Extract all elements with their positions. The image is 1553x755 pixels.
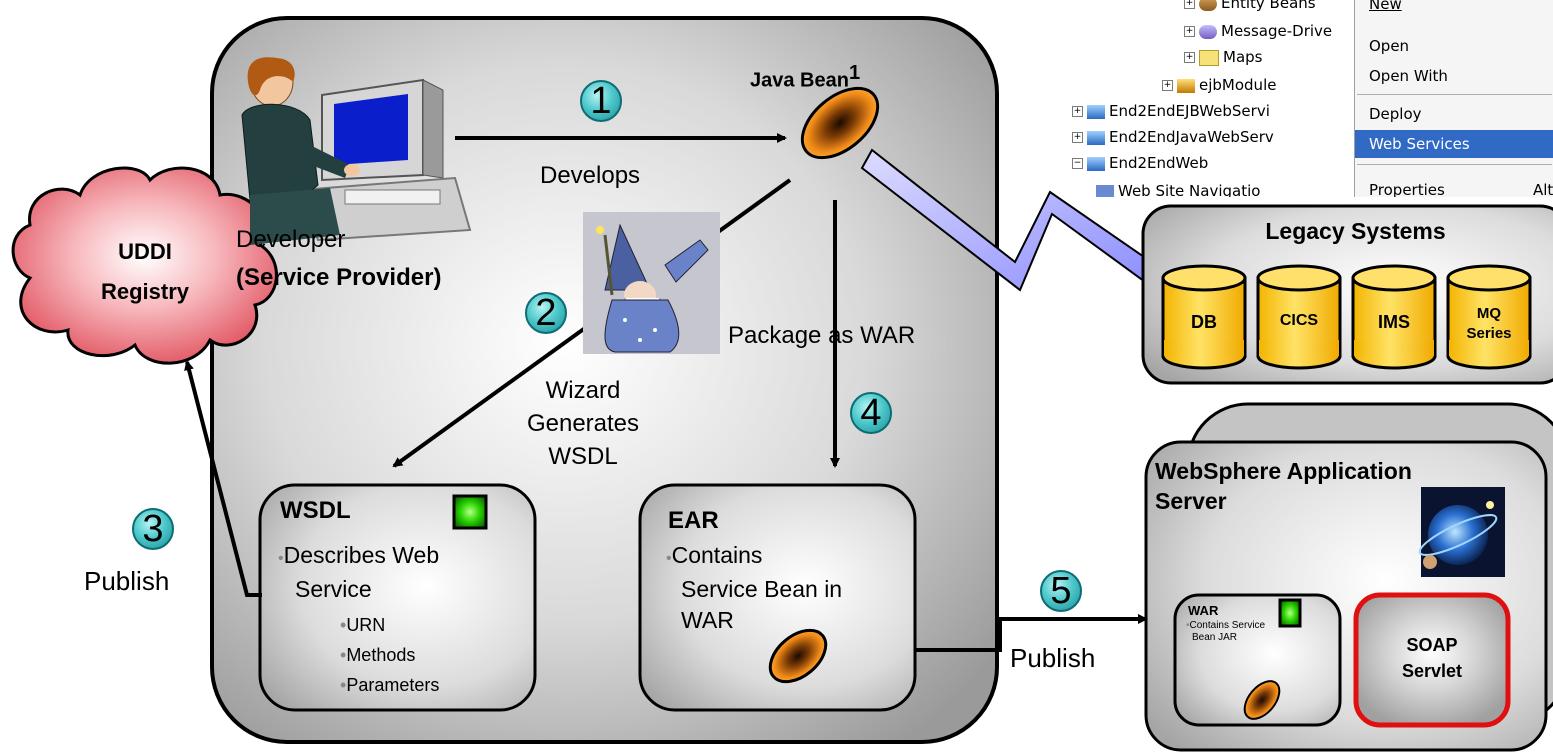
- wsdl-box: [258, 483, 537, 712]
- develops-label: Develops: [540, 162, 641, 189]
- uddi-registry-label: UDDI Registry: [100, 239, 190, 304]
- uddi-cloud: [11, 166, 278, 365]
- publish-uddi-label: Publish: [84, 566, 170, 596]
- developer-label: Developer: [236, 226, 346, 253]
- project-icon: [1087, 156, 1105, 171]
- tree-item-message-driven[interactable]: + Message-Drive: [1184, 22, 1332, 40]
- wsdl-description: •Describes Web Service: [278, 542, 440, 602]
- menu-separator: [1357, 94, 1552, 95]
- tree-label: End2EndJavaWebServ: [1109, 128, 1274, 146]
- wsdl-status-indicator: [452, 494, 488, 530]
- folder-icon: [1199, 49, 1219, 66]
- cylinder-ims: [1351, 264, 1437, 370]
- wsdl-title: WSDL: [280, 497, 351, 524]
- cylinder-cics: [1256, 264, 1342, 370]
- tree-item-entity-beans[interactable]: + Entity Beans: [1184, 0, 1316, 12]
- war-title: WAR: [1188, 603, 1219, 618]
- db-label: DB: [1191, 312, 1217, 332]
- expand-icon[interactable]: +: [1184, 52, 1195, 63]
- tree-label: End2EndWeb: [1109, 154, 1209, 172]
- service-provider-label: (Service Provider): [236, 264, 442, 291]
- collapse-icon[interactable]: −: [1072, 158, 1083, 169]
- entity-beans-icon: [1199, 0, 1217, 11]
- package-icon: [1177, 78, 1195, 93]
- soap-servlet-box: [1353, 592, 1511, 728]
- wizard-icon: [583, 212, 720, 354]
- tree-label: Message-Drive: [1221, 22, 1333, 40]
- menu-item-web-services[interactable]: Web Services: [1355, 130, 1553, 158]
- java-bean-label: Java Bean1: [750, 62, 861, 92]
- expand-icon[interactable]: +: [1072, 132, 1083, 143]
- developer-icon: [241, 57, 472, 245]
- war-bean-icon: [1243, 680, 1281, 720]
- tree-item-java-web-service[interactable]: + End2EndJavaWebServ: [1072, 128, 1274, 146]
- tree-label: Entity Beans: [1221, 0, 1316, 12]
- expand-icon[interactable]: +: [1162, 80, 1173, 91]
- tree-label: Maps: [1223, 48, 1263, 66]
- ear-description: •Contains Service Bean in WAR: [666, 542, 843, 633]
- legacy-systems-title: Legacy Systems: [1265, 218, 1446, 244]
- tree-item-web-site-navigation[interactable]: Web Site Navigatio: [1096, 182, 1260, 197]
- arrow-publish-uddi: [184, 360, 262, 597]
- websphere-globe-icon: [1418, 487, 1505, 577]
- step-2-badge: 2: [525, 292, 567, 334]
- expand-icon[interactable]: +: [1072, 106, 1083, 117]
- cics-label: CICS: [1279, 312, 1319, 329]
- web-site-icon: [1096, 184, 1114, 197]
- context-menu: New Open Open With Deploy Web Services P…: [1354, 0, 1553, 197]
- ear-title: EAR: [668, 507, 719, 534]
- mq-series-label: MQ Series: [1466, 305, 1512, 342]
- step-3-badge: 3: [132, 508, 174, 550]
- message-driven-beans-icon: [1199, 24, 1217, 39]
- wizard-label: Wizard Generates WSDL: [526, 377, 640, 470]
- java-bean-icon: [800, 86, 880, 160]
- step-1-badge: 1: [580, 80, 622, 122]
- cylinder-mq-series: [1446, 264, 1532, 370]
- expand-icon[interactable]: +: [1184, 0, 1195, 9]
- ims-label: IMS: [1377, 312, 1410, 332]
- tree-item-ejb-web-service[interactable]: + End2EndEJBWebServi: [1072, 102, 1270, 120]
- expand-icon[interactable]: +: [1184, 26, 1195, 37]
- ear-bean-icon: [768, 628, 828, 684]
- tree-item-web[interactable]: − End2EndWeb: [1072, 154, 1208, 172]
- package-as-war-label: Package as WAR: [728, 322, 916, 349]
- war-description: •Contains Service Bean JAR: [1186, 620, 1266, 643]
- tree-label: ejbModule: [1199, 76, 1277, 94]
- websphere-title: WebSphere Application Server: [1155, 458, 1412, 514]
- tree-item-maps[interactable]: + Maps: [1184, 48, 1262, 66]
- cylinder-db: [1161, 264, 1247, 370]
- menu-separator: [1357, 164, 1552, 165]
- step-5-badge: 5: [1040, 570, 1082, 612]
- ear-box: [638, 483, 917, 712]
- menu-item-deploy[interactable]: Deploy: [1369, 105, 1422, 123]
- step-4-badge: 4: [850, 392, 892, 434]
- menu-item-open-with[interactable]: Open With: [1369, 67, 1448, 85]
- war-status-indicator: [1278, 598, 1302, 628]
- ide-context-menu-screenshot: + Entity Beans + Message-Drive + Maps + ejbM…: [1072, 0, 1553, 197]
- tree-label: Web Site Navigatio: [1118, 182, 1261, 197]
- tree-label: End2EndEJBWebServi: [1109, 102, 1270, 120]
- menu-item-open[interactable]: Open: [1369, 37, 1410, 55]
- menu-item-new[interactable]: New: [1369, 0, 1402, 13]
- project-icon: [1087, 104, 1105, 119]
- publish-websphere-label: Publish: [1010, 643, 1096, 673]
- wsdl-subitems: •URN •Methods •Parameters: [340, 615, 440, 695]
- tree-item-ejb-module[interactable]: + ejbModule: [1162, 76, 1276, 94]
- arrow-publish-websphere: [916, 614, 1148, 652]
- project-icon: [1087, 130, 1105, 145]
- soap-servlet-label: SOAP Servlet: [1401, 635, 1463, 681]
